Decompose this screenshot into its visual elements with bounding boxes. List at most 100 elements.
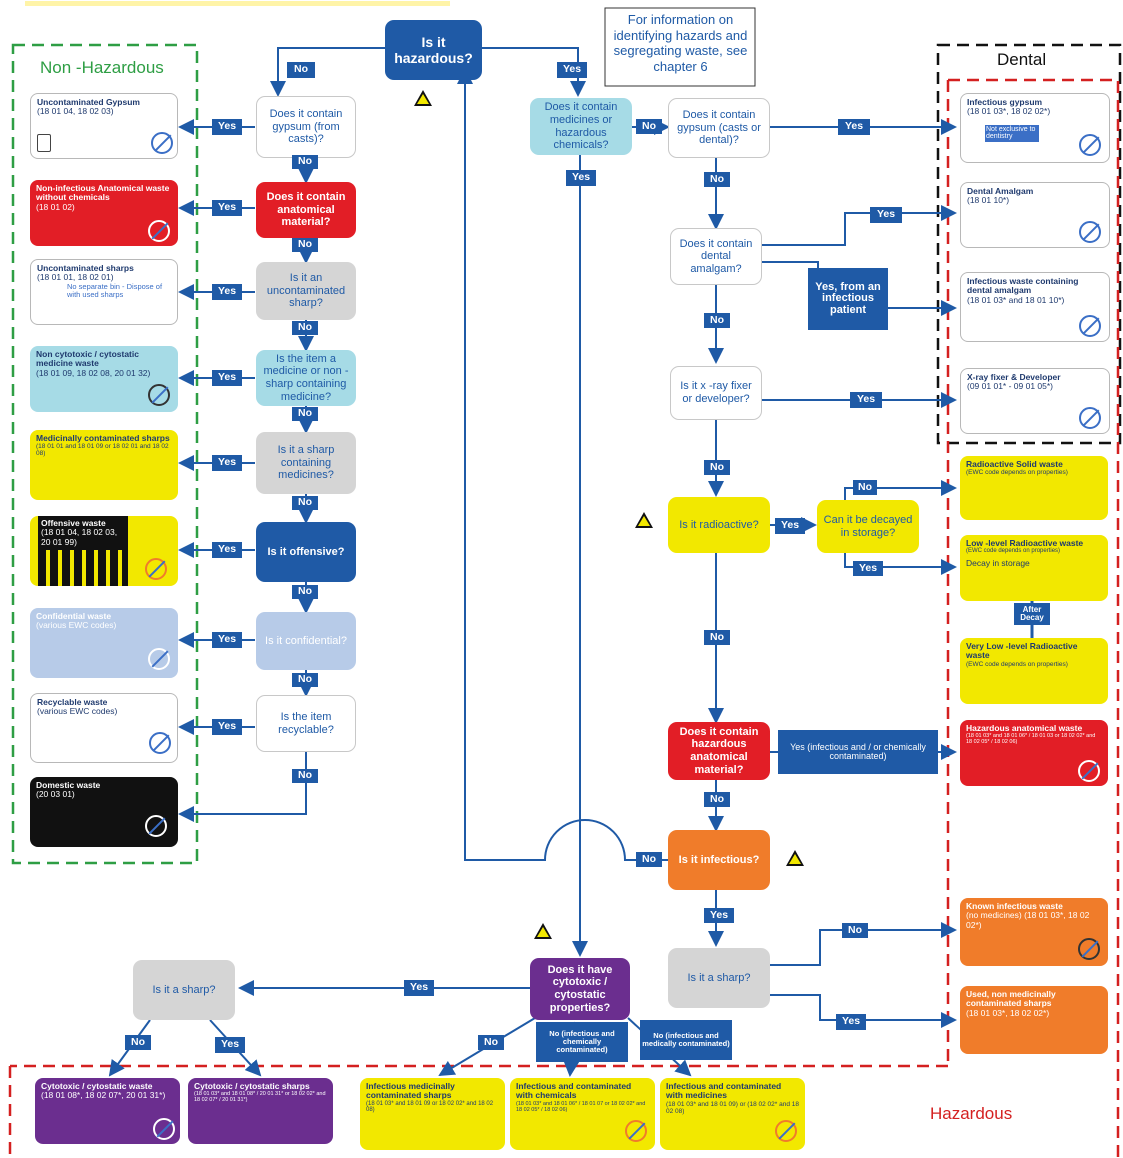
- outcome-cytotoxic-sharps: Cytotoxic / cytostatic sharps (18 01 03*…: [188, 1078, 333, 1144]
- label-no: No: [292, 585, 318, 599]
- outcome-infectious-chemicals: Infectious and contaminated with chemica…: [510, 1078, 655, 1150]
- outcome-uncontaminated-gypsum: Uncontaminated Gypsum (18 01 04, 18 02 0…: [30, 93, 178, 159]
- hazardous-title: Hazardous: [930, 1104, 1013, 1123]
- box-codes: (various EWC codes): [37, 706, 118, 717]
- box-codes: (09 01 01* - 09 01 05*): [967, 381, 1054, 392]
- label-yes-infectious-chemical: Yes (infectious and / or chemically cont…: [778, 730, 938, 774]
- no-symbol-icon: [145, 815, 167, 837]
- outcome-uncontaminated-sharps: Uncontaminated sharps (18 01 01, 18 02 0…: [30, 259, 178, 325]
- question-sharp-left[interactable]: Is it a sharp?: [133, 960, 235, 1020]
- box-title: Cytotoxic / cytostatic waste: [41, 1081, 153, 1091]
- outcome-offensive-waste: Offensive waste (18 01 04, 18 02 03, 20 …: [30, 516, 178, 586]
- label-after-decay: After Decay: [1014, 603, 1050, 625]
- info-note: For information on identifying hazards a…: [613, 12, 748, 74]
- outcome-infectious-amalgam: Infectious waste containing dental amalg…: [960, 272, 1110, 342]
- hazard-warning-icon: [414, 90, 432, 106]
- label-no: No: [478, 1035, 504, 1050]
- question-anatomical[interactable]: Does it contain anatomical material?: [256, 182, 356, 238]
- question-xray[interactable]: Is it x -ray fixer or developer?: [670, 366, 762, 420]
- question-hazardous-anatomical[interactable]: Does it contain hazardous anatomical mat…: [668, 722, 770, 780]
- question-dental-amalgam[interactable]: Does it contain dental amalgam?: [670, 228, 762, 285]
- question-gypsum[interactable]: Does it contain gypsum (from casts)?: [256, 96, 356, 158]
- box-note: No separate bin - Dispose of with used s…: [67, 281, 163, 299]
- box-codes: (various EWC codes): [36, 620, 117, 631]
- box-codes: (20 03 01): [36, 789, 75, 800]
- no-symbol-icon: [148, 220, 170, 242]
- label-yes: Yes: [557, 62, 587, 78]
- outcome-xray-fixer: X-ray fixer & Developer (09 01 01* - 09 …: [960, 368, 1110, 434]
- outcome-infectious-medicines: Infectious and contaminated with medicin…: [660, 1078, 805, 1150]
- label-no: No: [704, 792, 730, 807]
- box-codes: (EWC code depends on properties): [966, 660, 1068, 668]
- label-yes: Yes: [870, 207, 902, 223]
- outcome-confidential-waste: Confidential waste (various EWC codes): [30, 608, 178, 678]
- label-yes: Yes: [212, 370, 242, 386]
- label-no: No: [292, 238, 318, 252]
- outcome-used-sharps: Used, non medicinally contaminated sharp…: [960, 986, 1108, 1054]
- box-codes: (18 01 03*, 18 02 02*): [966, 1007, 1050, 1018]
- outcome-domestic-waste: Domestic waste (20 03 01): [30, 777, 178, 847]
- box-codes: (18 01 02): [36, 201, 75, 212]
- question-medicine-item[interactable]: Is the item a medicine or non - sharp co…: [256, 350, 356, 406]
- label-no: No: [292, 496, 318, 510]
- label-yes: Yes: [404, 980, 434, 996]
- label-yes: Yes: [215, 1037, 245, 1053]
- label-no: No: [842, 923, 868, 938]
- label-no: No: [292, 321, 318, 335]
- label-yes: Yes: [836, 1014, 866, 1030]
- box-codes: (18 01 04, 18 02 03, 20 01 99): [41, 527, 118, 547]
- radiation-warning-icon: [635, 512, 653, 528]
- box-title: Known infectious waste: [966, 901, 1063, 911]
- box-title: Non cytotoxic / cytostatic medicine wast…: [36, 349, 139, 369]
- outcome-known-infectious: Known infectious waste (no medicines) (1…: [960, 898, 1108, 966]
- question-sharp-right[interactable]: Is it a sharp?: [668, 948, 770, 1008]
- question-sharp-medicines[interactable]: Is it a sharp containing medicines?: [256, 432, 356, 494]
- question-recyclable[interactable]: Is the item recyclable?: [256, 695, 356, 752]
- label-yes: Yes: [212, 632, 242, 648]
- outcome-infectious-gypsum: Infectious gypsum (18 01 03*, 18 02 02*)…: [960, 93, 1110, 163]
- box-title: Offensive waste: [41, 518, 106, 528]
- label-no: No: [853, 480, 877, 495]
- label-no: No: [292, 673, 318, 687]
- box-title: Infectious medicinally contaminated shar…: [366, 1081, 455, 1101]
- question-confidential[interactable]: Is it confidential?: [256, 612, 356, 670]
- question-radioactive[interactable]: Is it radioactive?: [668, 497, 770, 553]
- box-codes: (18 01 03* and 18 01 09) or (18 02 02* a…: [666, 1100, 799, 1115]
- label-no: No: [292, 155, 318, 169]
- question-gypsum-dental[interactable]: Does it contain gypsum (casts or dental)…: [668, 98, 770, 158]
- label-no: No: [287, 62, 315, 78]
- question-medicines-chemicals[interactable]: Does it contain medicines or hazardous c…: [530, 98, 632, 155]
- box-codes: (18 01 03*, 18 02 02*): [967, 106, 1051, 117]
- box-note: Decay in storage: [966, 557, 1030, 568]
- question-uncontaminated-sharp[interactable]: Is it an uncontaminated sharp?: [256, 262, 356, 320]
- box-title: Used, non medicinally contaminated sharp…: [966, 989, 1056, 1009]
- box-title: Uncontaminated Gypsum: [37, 97, 140, 107]
- box-codes: (18 01 01 and 18 01 09 or 18 02 01 and 1…: [36, 443, 169, 458]
- box-title: Medicinally contaminated sharps: [36, 433, 170, 443]
- box-codes: (18 01 09, 18 02 08, 20 01 32): [36, 367, 151, 378]
- box-title: Low -level Radioactive waste: [966, 538, 1084, 548]
- box-codes: (18 01 10*): [967, 195, 1010, 206]
- outcome-medicinally-contaminated-sharps: Medicinally contaminated sharps (18 01 0…: [30, 430, 178, 500]
- label-yes: Yes: [212, 119, 242, 135]
- label-no: No: [292, 769, 318, 783]
- bin-icon: [37, 134, 51, 152]
- question-decayed[interactable]: Can it be decayed in storage?: [817, 500, 919, 553]
- label-yes-infectious-patient: Yes, from an infectious patient: [808, 268, 888, 330]
- question-infectious[interactable]: Is it infectious?: [668, 830, 770, 890]
- box-title: Recyclable waste: [37, 697, 108, 707]
- question-offensive[interactable]: Is it offensive?: [256, 522, 356, 582]
- label-no: No: [636, 852, 662, 867]
- question-is-hazardous[interactable]: Is it hazardous?: [385, 20, 482, 80]
- box-codes: (18 01 03* and 18 01 06* / 18 01 03 or 1…: [966, 733, 1096, 746]
- question-cytotoxic[interactable]: Does it have cytotoxic / cytostatic prop…: [530, 958, 630, 1020]
- label-yes: Yes: [212, 455, 242, 471]
- box-title: Domestic waste: [36, 780, 101, 790]
- box-codes: (EWC code depends on properties): [966, 548, 1061, 555]
- no-incineration-icon: [1079, 315, 1101, 337]
- label-no: No: [704, 172, 730, 187]
- box-codes: (no medicines) (18 01 03*, 18 02 02*): [966, 910, 1090, 930]
- box-codes: (EWC code depends on properties): [966, 469, 1068, 477]
- outcome-non-infectious-anatomical: Non-infectious Anatomical waste without …: [30, 180, 178, 246]
- box-codes: (18 01 03* and 18 01 09 or 18 02 02* and…: [366, 1100, 494, 1114]
